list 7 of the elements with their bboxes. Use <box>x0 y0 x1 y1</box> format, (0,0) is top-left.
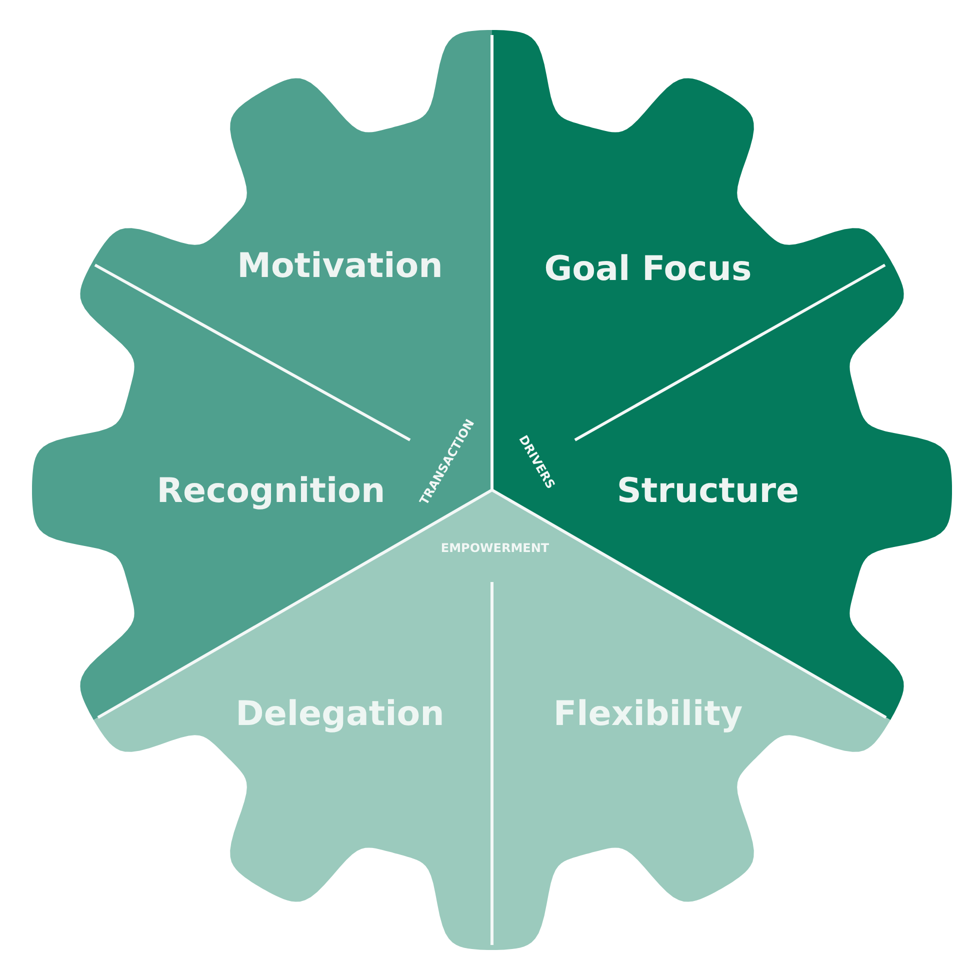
sector-label: EMPOWERMENT <box>440 541 550 555</box>
segment-label: Delegation <box>236 694 444 734</box>
segment-label: Recognition <box>156 471 386 511</box>
segment-label: Structure <box>616 471 800 511</box>
segment-label: Motivation <box>237 246 443 286</box>
segment-label: Flexibility <box>553 694 743 734</box>
segment-label: Goal Focus <box>544 249 752 289</box>
